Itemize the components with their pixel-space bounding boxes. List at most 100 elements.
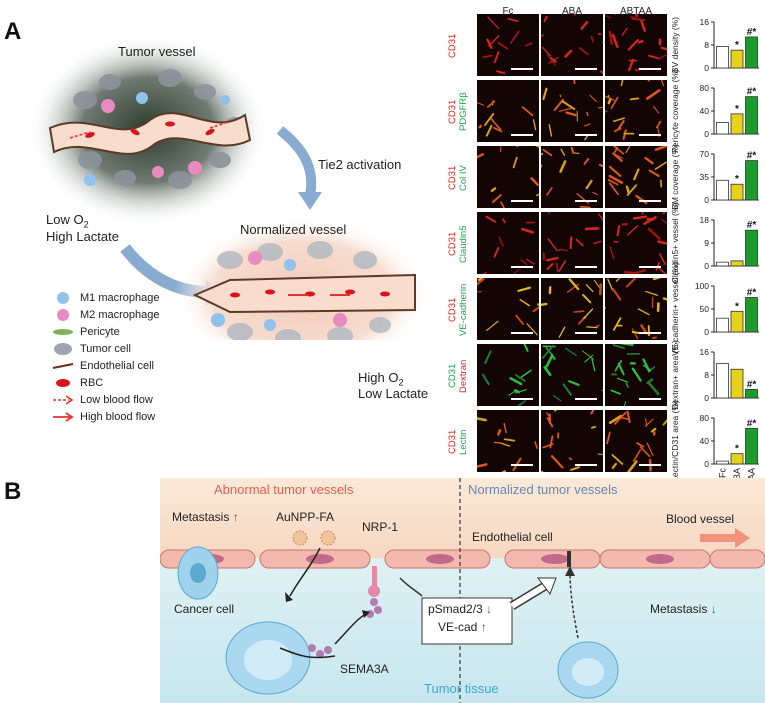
legend-row-pericyte: Pericyte [52,324,120,339]
significance-mark: * [735,301,739,312]
y-tick-label: 8 [704,40,709,50]
y-axis-label: Pericyte coverage (%) [670,69,680,153]
micrograph-tile [605,344,667,406]
scale-bar [639,266,661,268]
y-tick-label: 100 [695,281,709,291]
low-o2-label: Low O2 [46,212,89,230]
significance-mark: #* [747,87,757,98]
abnormal-vessels-title: Abnormal tumor vessels [214,482,354,497]
micrograph-tile [477,344,539,406]
bar-abtaa [745,388,758,399]
normalized-vessels-title: Normalized tumor vessels [468,482,618,497]
y-axis-label: Lectin/CD31 area (%) [670,400,680,482]
micrograph-tile [541,80,603,142]
micrograph-tile [541,278,603,340]
significance-mark: * [735,174,739,185]
y-tick-label: 0 [704,393,709,403]
normalized-vessel-title: Normalized vessel [240,222,347,237]
bar-fc [716,122,729,135]
row-label-0: CD31 [447,16,458,76]
micrograph-tile [605,410,667,472]
bar-fc [716,261,729,267]
bar-abtaa [745,36,758,69]
y-tick-label: 70 [700,149,710,159]
scale-bar [575,266,597,268]
significance-mark: #* [747,379,757,390]
blood-vessel-label: Blood vessel [666,512,735,526]
stain-label: Lectin [458,429,469,455]
micrograph-tile [541,344,603,406]
y-tick-label: 50 [700,304,710,314]
high-o2-label: High O2 [358,370,404,388]
micrograph-tile [477,14,539,76]
significance-mark: #* [747,151,757,162]
y-axis-label: VE-cadherin+ vessel (%) [670,262,680,356]
up-arrow-icon: ↑ [232,510,239,524]
stain-label: CD31 [447,429,458,455]
micrograph-tile [477,146,539,208]
stain-label: Claudin5 [458,225,469,263]
scale-bar [511,68,533,70]
y-axis-label: BM coverage (%) [670,144,680,210]
scale-bar [575,398,597,400]
stain-label: CD31 [447,165,458,191]
bar-abtaa [745,160,758,201]
tumor-cell-icon [54,342,72,355]
metastasis-up-label: Metastasis ↑ [172,510,239,524]
signal-box [421,597,513,645]
y-axis-label: Claudin5+ vessel (%) [670,203,680,284]
down-arrow-icon: ↓ [710,602,717,616]
stain-label: PDGFRβ [458,92,469,132]
vecad-label: VE-cad ↑ [438,620,487,634]
legend-row-m1: M1 macrophage [52,290,160,305]
bar-abtaa [745,427,758,465]
y-axis-label: BV density (%) [670,17,680,73]
scale-bar [575,332,597,334]
micrograph-tile [477,80,539,142]
scale-bar [575,68,597,70]
scale-bar [639,398,661,400]
bar-aba [730,453,744,465]
m2-macrophage-icon [57,308,69,321]
aunpp-label: AuNPP-FA [276,510,335,524]
tumor-tissue-label: Tumor tissue [424,681,499,696]
y-axis-label: Dextran+ area (%) [670,340,680,410]
bar-fc [716,46,729,69]
stain-label: CD31 [447,297,458,323]
stain-label: VE-cadherin [458,283,469,337]
micrograph-tile [605,278,667,340]
legend-row-endothelial: Endothelial cell [52,358,154,373]
y-tick-label: 80 [700,413,710,423]
pericyte-icon [53,328,73,335]
micrograph-tile [605,80,667,142]
bar-aba [730,368,744,399]
bar-abtaa [745,229,758,267]
low-lactate-label: Low Lactate [358,386,429,401]
bar-fc [716,363,729,399]
bar-aba [730,49,744,69]
scale-bar [511,200,533,202]
x-tick-label-aba: ABA [732,468,742,486]
metastasis-down-label: Metastasis ↓ [650,602,717,616]
gold-nanoparticles [292,530,336,546]
nrp1-label: NRP-1 [362,520,399,534]
stain-label: CD31 [447,363,458,389]
y-tick-label: 0 [704,63,709,73]
micrograph-tile [541,212,603,274]
legend-row-tumor-cell: Tumor cell [52,341,131,356]
bar-fc [716,460,729,465]
sema3a-label: SEMA3A [340,662,389,676]
micrograph-tile [541,410,603,472]
y-tick-label: 0 [704,195,709,205]
y-tick-label: 18 [700,215,710,225]
scale-bar [575,134,597,136]
y-tick-label: 0 [704,261,709,271]
scale-bar [639,68,661,70]
